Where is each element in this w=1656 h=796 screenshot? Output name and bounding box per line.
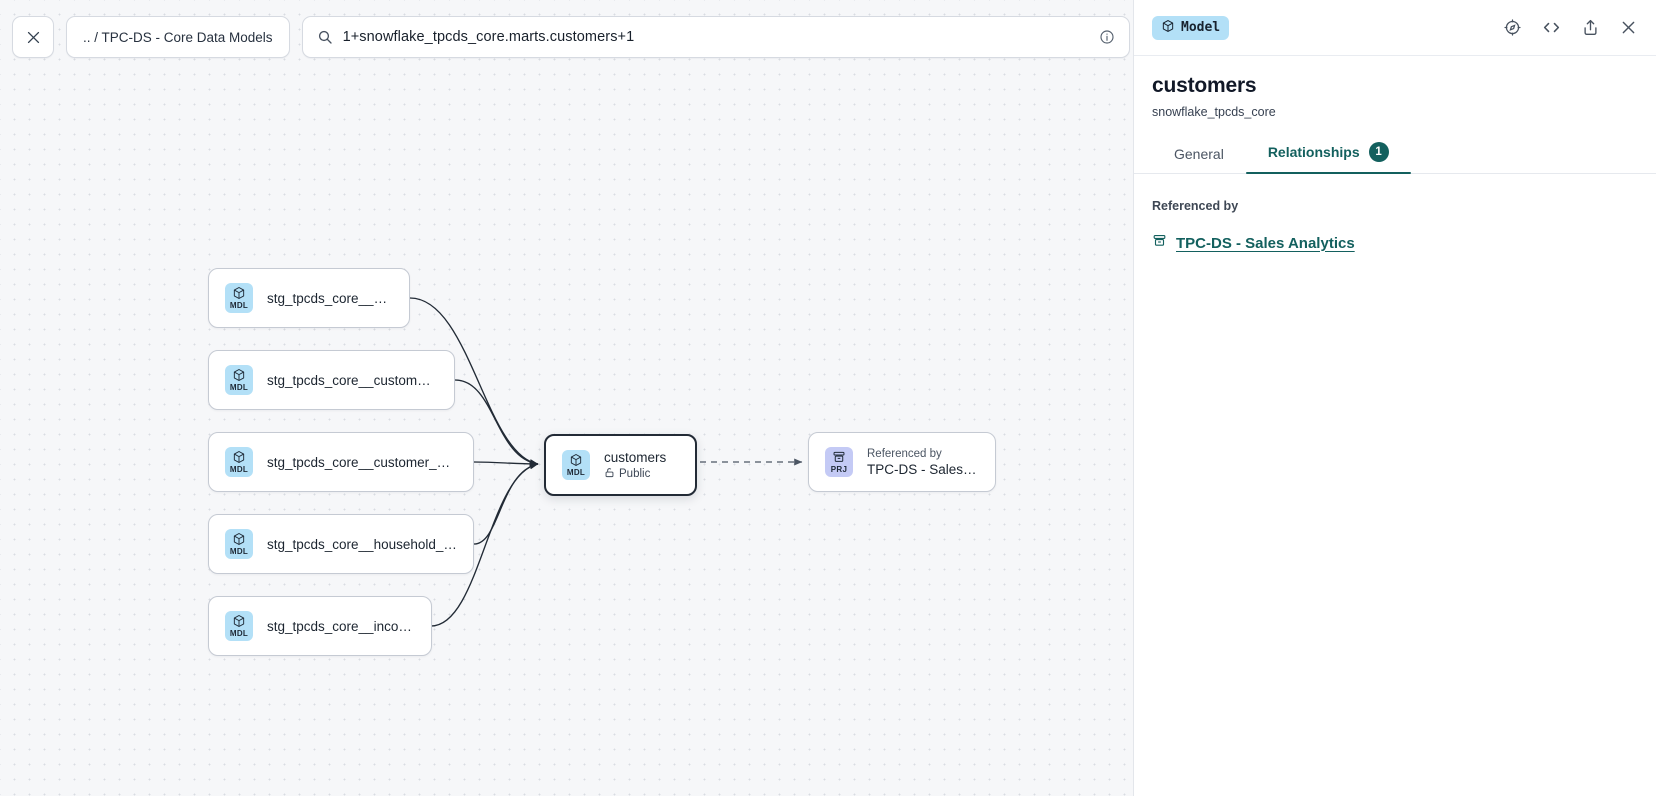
cube-icon: [232, 532, 246, 546]
badge-code: MDL: [229, 383, 249, 392]
cube-icon: [232, 450, 246, 464]
project-icon: [832, 450, 846, 464]
list-item[interactable]: TPC-DS - Sales Analytics: [1152, 233, 1638, 253]
breadcrumb-label: .. / TPC-DS - Core Data Models: [83, 29, 273, 45]
graph-edges: [409, 297, 803, 627]
breadcrumb[interactable]: .. / TPC-DS - Core Data Models: [66, 16, 290, 58]
tab-label: General: [1174, 146, 1224, 162]
graph-node-upstream[interactable]: MDL stg_tpcds_core__customer_address: [208, 350, 455, 410]
search-input[interactable]: [342, 29, 1089, 45]
badge-code: MDL: [229, 547, 249, 556]
node-title: TPC-DS - Sales Analytics: [867, 461, 979, 477]
node-access-label: Public: [619, 467, 651, 480]
cube-icon: [232, 614, 246, 628]
graph-node-upstream[interactable]: MDL stg_tpcds_core__customer_demogra…: [208, 432, 474, 492]
info-icon[interactable]: [1099, 29, 1115, 45]
badge-code: PRJ: [830, 465, 848, 474]
node-title: stg_tpcds_core__income_band: [267, 618, 415, 634]
project-icon: [1152, 233, 1167, 253]
code-icon[interactable]: [1541, 17, 1562, 38]
graph-nodes: MDL stg_tpcds_core__customer MDL stg_tpc…: [208, 268, 996, 656]
tab-label: Relationships: [1267, 144, 1360, 160]
details-panel: Model: [1133, 0, 1656, 796]
panel-subtitle: snowflake_tpcds_core: [1152, 105, 1276, 119]
node-title: stg_tpcds_core__customer_demogra…: [267, 454, 457, 470]
lock-icon: [604, 467, 615, 481]
status-badge: 1: [1368, 142, 1389, 162]
relationships-body: Referenced by TPC-DS - Sales Analytics: [1134, 174, 1656, 253]
entity-type-label: Model: [1181, 20, 1221, 35]
badge-code: MDL: [229, 465, 249, 474]
badge-code: MDL: [229, 629, 249, 638]
node-text-block: customers Public: [604, 450, 666, 481]
canvas-toolbar: .. / TPC-DS - Core Data Models: [12, 16, 1133, 58]
share-icon[interactable]: [1581, 18, 1600, 37]
node-title: stg_tpcds_core__customer_address: [267, 372, 438, 388]
close-graph-button[interactable]: [12, 16, 54, 58]
entity-type-chip: Model: [1152, 15, 1230, 40]
project-badge: PRJ: [825, 447, 853, 477]
model-badge: MDL: [225, 529, 253, 559]
panel-tabs: General Relationships 1: [1134, 142, 1656, 174]
badge-code: MDL: [229, 301, 249, 310]
graph-node-upstream[interactable]: MDL stg_tpcds_core__customer: [208, 268, 410, 328]
panel-header: Model: [1134, 0, 1656, 56]
section-label: Referenced by: [1152, 199, 1239, 213]
model-badge: MDL: [225, 283, 253, 313]
badge-code: MDL: [566, 468, 586, 477]
node-title: stg_tpcds_core__customer: [267, 290, 393, 306]
lineage-icon[interactable]: [1503, 18, 1522, 37]
tab-general[interactable]: General: [1152, 146, 1246, 173]
close-icon: [25, 29, 42, 46]
cube-icon: [232, 286, 246, 300]
search-icon: [317, 29, 333, 45]
referenced-by-link[interactable]: TPC-DS - Sales Analytics: [1176, 234, 1355, 252]
cube-icon: [232, 368, 246, 382]
graph-node-downstream[interactable]: PRJ Referenced by TPC-DS - Sales Analyti…: [808, 432, 996, 492]
model-badge: MDL: [225, 447, 253, 477]
tab-relationships[interactable]: Relationships 1: [1245, 142, 1411, 174]
page-title: customers: [1152, 74, 1257, 97]
cube-icon: [1161, 19, 1175, 37]
node-text-block: Referenced by TPC-DS - Sales Analytics: [867, 448, 979, 477]
node-access: Public: [604, 467, 666, 481]
node-title: stg_tpcds_core__household_demogr…: [267, 536, 457, 552]
model-badge: MDL: [562, 450, 590, 480]
graph-node-upstream[interactable]: MDL stg_tpcds_core__income_band: [208, 596, 432, 656]
close-icon[interactable]: [1619, 18, 1638, 37]
lineage-canvas[interactable]: .. / TPC-DS - Core Data Models: [0, 0, 1133, 796]
model-badge: MDL: [225, 611, 253, 641]
panel-header-actions: [1503, 17, 1638, 38]
node-eyebrow: Referenced by: [867, 447, 942, 460]
panel-identity: customers snowflake_tpcds_core: [1134, 56, 1656, 119]
model-badge: MDL: [225, 365, 253, 395]
cube-icon: [569, 453, 583, 467]
node-title: customers: [604, 449, 667, 465]
graph-node-upstream[interactable]: MDL stg_tpcds_core__household_demogr…: [208, 514, 474, 574]
lineage-search[interactable]: [301, 16, 1130, 58]
graph-node-focus[interactable]: MDL customers Public: [544, 434, 697, 496]
